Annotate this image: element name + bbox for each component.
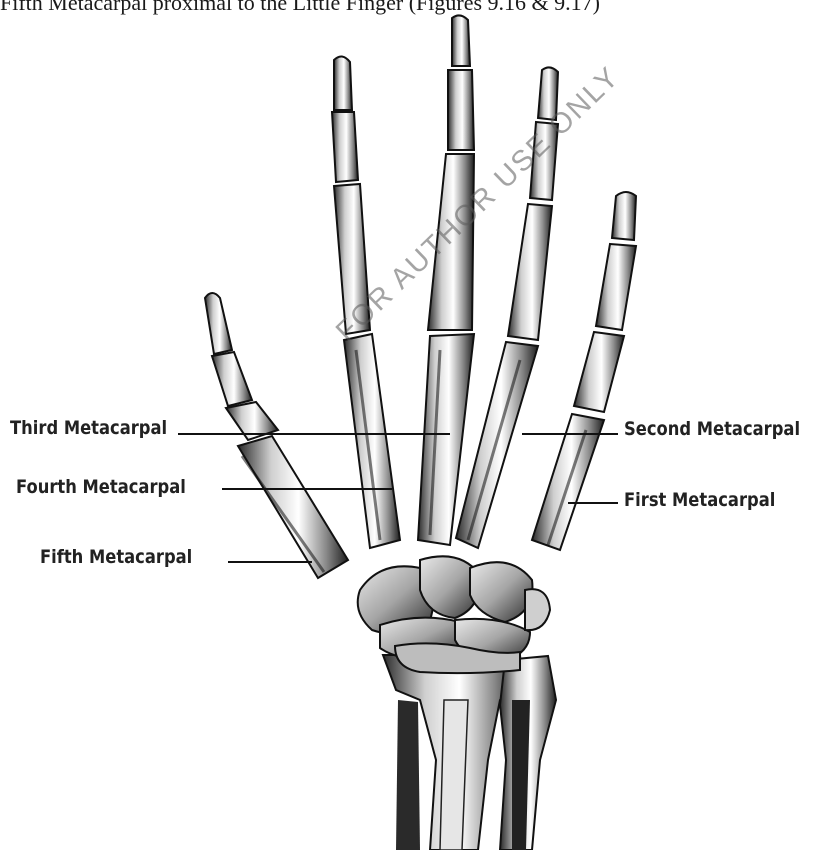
leader-fifth-metacarpal <box>228 561 312 563</box>
leader-third-metacarpal <box>178 433 450 435</box>
forearm-bones <box>381 654 558 850</box>
label-first-metacarpal: First Metacarpal <box>624 489 776 511</box>
little-finger-bones <box>203 292 350 580</box>
label-second-metacarpal: Second Metacarpal <box>624 418 801 440</box>
carpal-bones <box>356 555 552 675</box>
leader-fourth-metacarpal <box>222 488 392 490</box>
label-fourth-metacarpal: Fourth Metacarpal <box>16 476 186 498</box>
bone-shading <box>240 349 588 573</box>
figure-caption: Fifth Metacarpal proximal to the Little … <box>0 0 600 15</box>
middle-finger-bones <box>416 14 476 547</box>
leader-second-metacarpal <box>522 433 618 435</box>
leader-first-metacarpal <box>568 502 618 504</box>
label-third-metacarpal: Third Metacarpal <box>10 417 168 439</box>
ring-finger-bones <box>330 55 402 550</box>
label-fifth-metacarpal: Fifth Metacarpal <box>40 546 193 568</box>
